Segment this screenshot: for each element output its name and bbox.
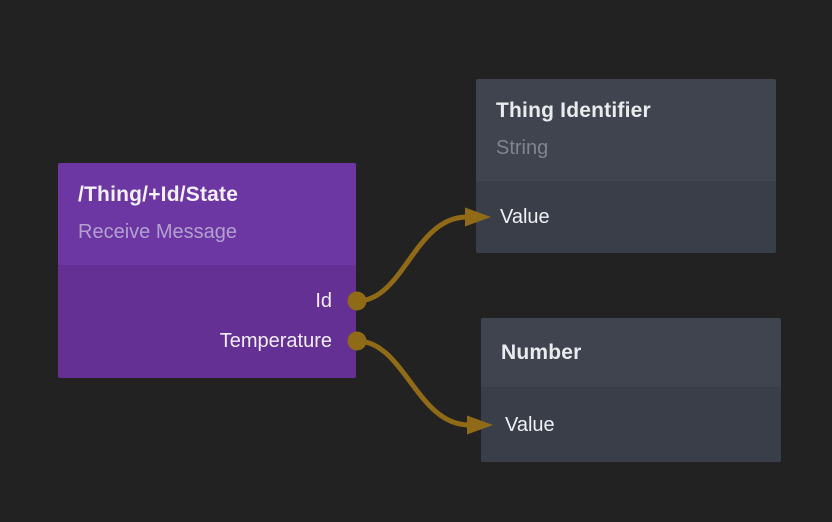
node-receive-message-body: Id Temperature [58,265,356,378]
node-thing-identifier-body: Value [476,181,776,253]
node-thing-identifier-header: Thing Identifier String [476,79,776,181]
wire-id-to-thing-identifier[interactable] [354,214,470,304]
node-receive-message[interactable]: /Thing/+Id/State Receive Message Id Temp… [58,163,356,378]
output-port-id[interactable]: Id [58,281,356,321]
node-title: /Thing/+Id/State [78,183,239,206]
input-port-label: Value [500,206,550,228]
output-port-label: Temperature [219,330,332,352]
node-thing-identifier[interactable]: Thing Identifier String Value [476,79,776,253]
node-receive-message-header: /Thing/+Id/State Receive Message [58,163,356,265]
output-port-label: Id [315,290,332,312]
node-title: Thing Identifier [496,99,651,122]
node-number[interactable]: Number Value [481,318,781,462]
input-port-value[interactable]: Value [481,405,781,445]
node-number-header: Number [481,318,781,387]
input-port-label: Value [505,414,555,436]
output-port-temperature[interactable]: Temperature [58,321,356,361]
node-subtitle: Receive Message [78,221,237,243]
node-title: Number [501,340,582,364]
node-number-body: Value [481,387,781,462]
node-subtitle: String [496,137,549,159]
input-port-value[interactable]: Value [476,197,776,237]
wire-temperature-to-number[interactable] [354,338,472,428]
